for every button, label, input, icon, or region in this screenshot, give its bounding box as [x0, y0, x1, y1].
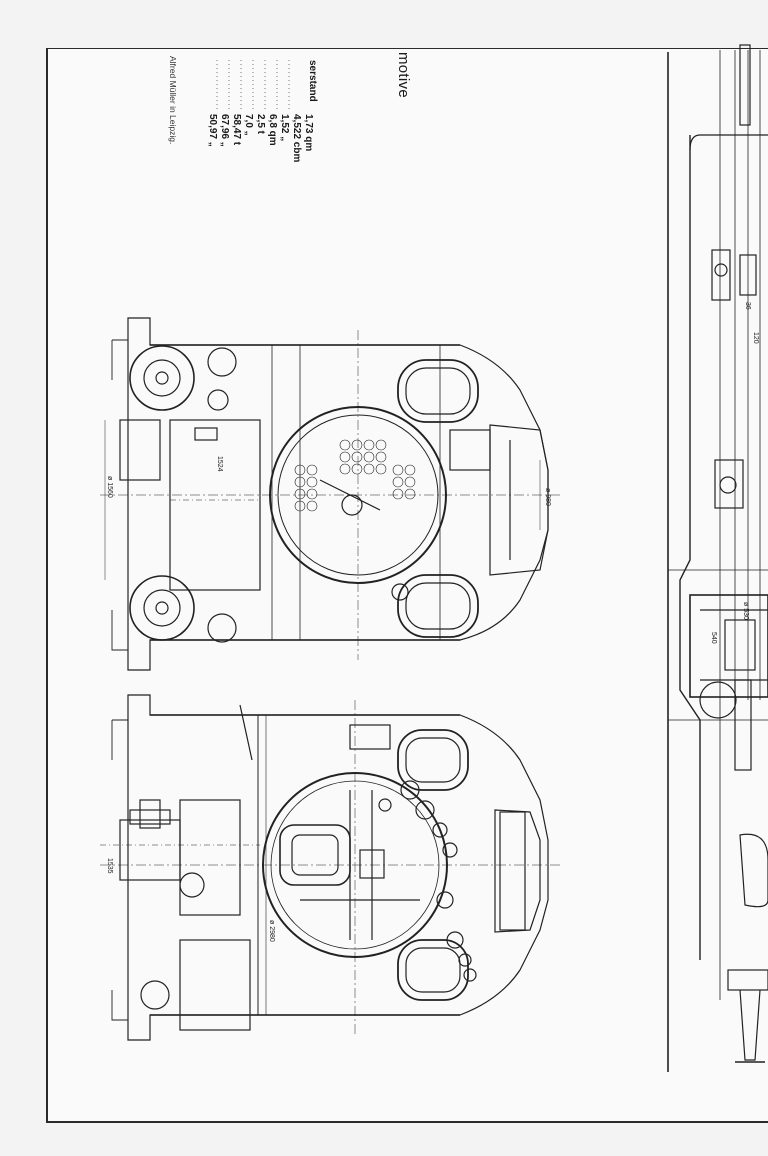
drawing-paper — [46, 48, 768, 1123]
dim-label-upper-right: ø 980 — [544, 488, 551, 506]
dim-label-lower-center: ø 2980 — [268, 920, 275, 942]
front-end-view — [100, 317, 560, 671]
dim-label-piston: ø 530 — [742, 602, 749, 620]
spec-leader-lines — [216, 60, 290, 112]
dim-label-upper-left: 1524 — [216, 456, 223, 472]
side-view-partial — [667, 44, 768, 1072]
dim-label-upper-center: ø 1560 — [106, 476, 113, 498]
rear-end-view — [100, 694, 560, 1041]
dim-label-side-1: 540 — [710, 632, 717, 644]
dim-label-side-3: 36 — [744, 302, 751, 310]
dim-label-side-2: 120 — [752, 332, 759, 344]
dim-label-lower-left: 1535 — [106, 858, 113, 874]
